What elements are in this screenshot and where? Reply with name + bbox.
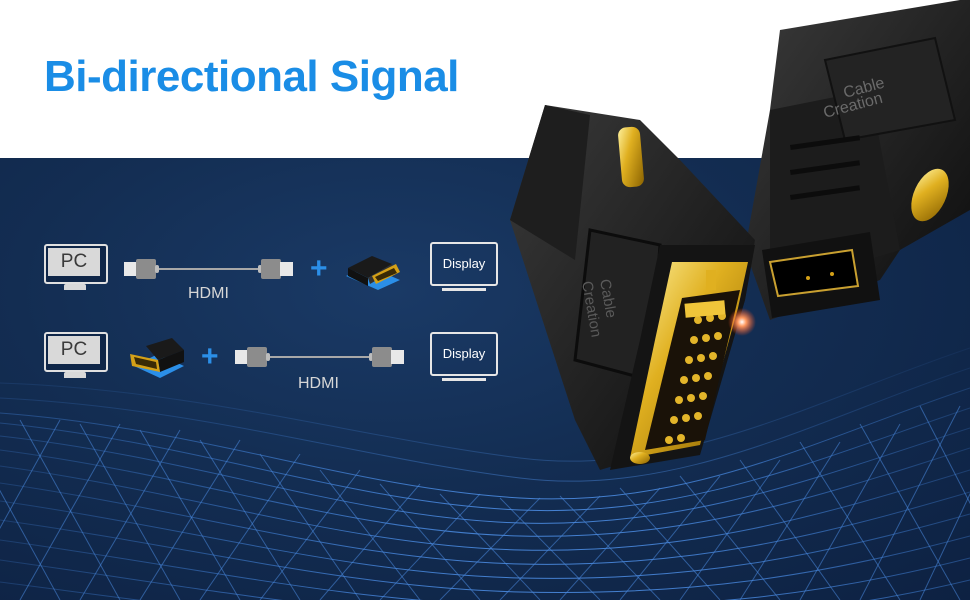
pc-label: PC [48, 248, 100, 276]
plus-icon: + [310, 252, 328, 285]
header-band: Bi-directional Signal [0, 0, 970, 158]
hdmi-cable-label: HDMI [298, 375, 339, 392]
pc-monitor-icon: PC [44, 332, 108, 378]
dark-background-panel: PC HDMI + Display PC [0, 158, 970, 600]
display-icon: Display [430, 332, 498, 382]
signal-path-row-1: PC HDMI + Display [0, 240, 520, 302]
display-label: Display [430, 332, 498, 376]
pc-label: PC [48, 336, 100, 364]
dvi-to-hdmi-adapter-icon [346, 256, 400, 290]
hdmi-cable-label: HDMI [188, 285, 229, 302]
display-icon: Display [430, 242, 498, 292]
hdmi-cable-icon [124, 258, 294, 280]
hdmi-cable-icon [235, 346, 405, 368]
signal-path-row-2: PC + HDMI Display [0, 330, 520, 392]
display-label: Display [430, 242, 498, 286]
page-title: Bi-directional Signal [44, 52, 459, 101]
dvi-to-hdmi-adapter-icon [130, 338, 184, 378]
pc-monitor-icon: PC [44, 244, 108, 290]
plus-icon: + [201, 340, 219, 373]
wave-mesh-background [0, 347, 970, 600]
